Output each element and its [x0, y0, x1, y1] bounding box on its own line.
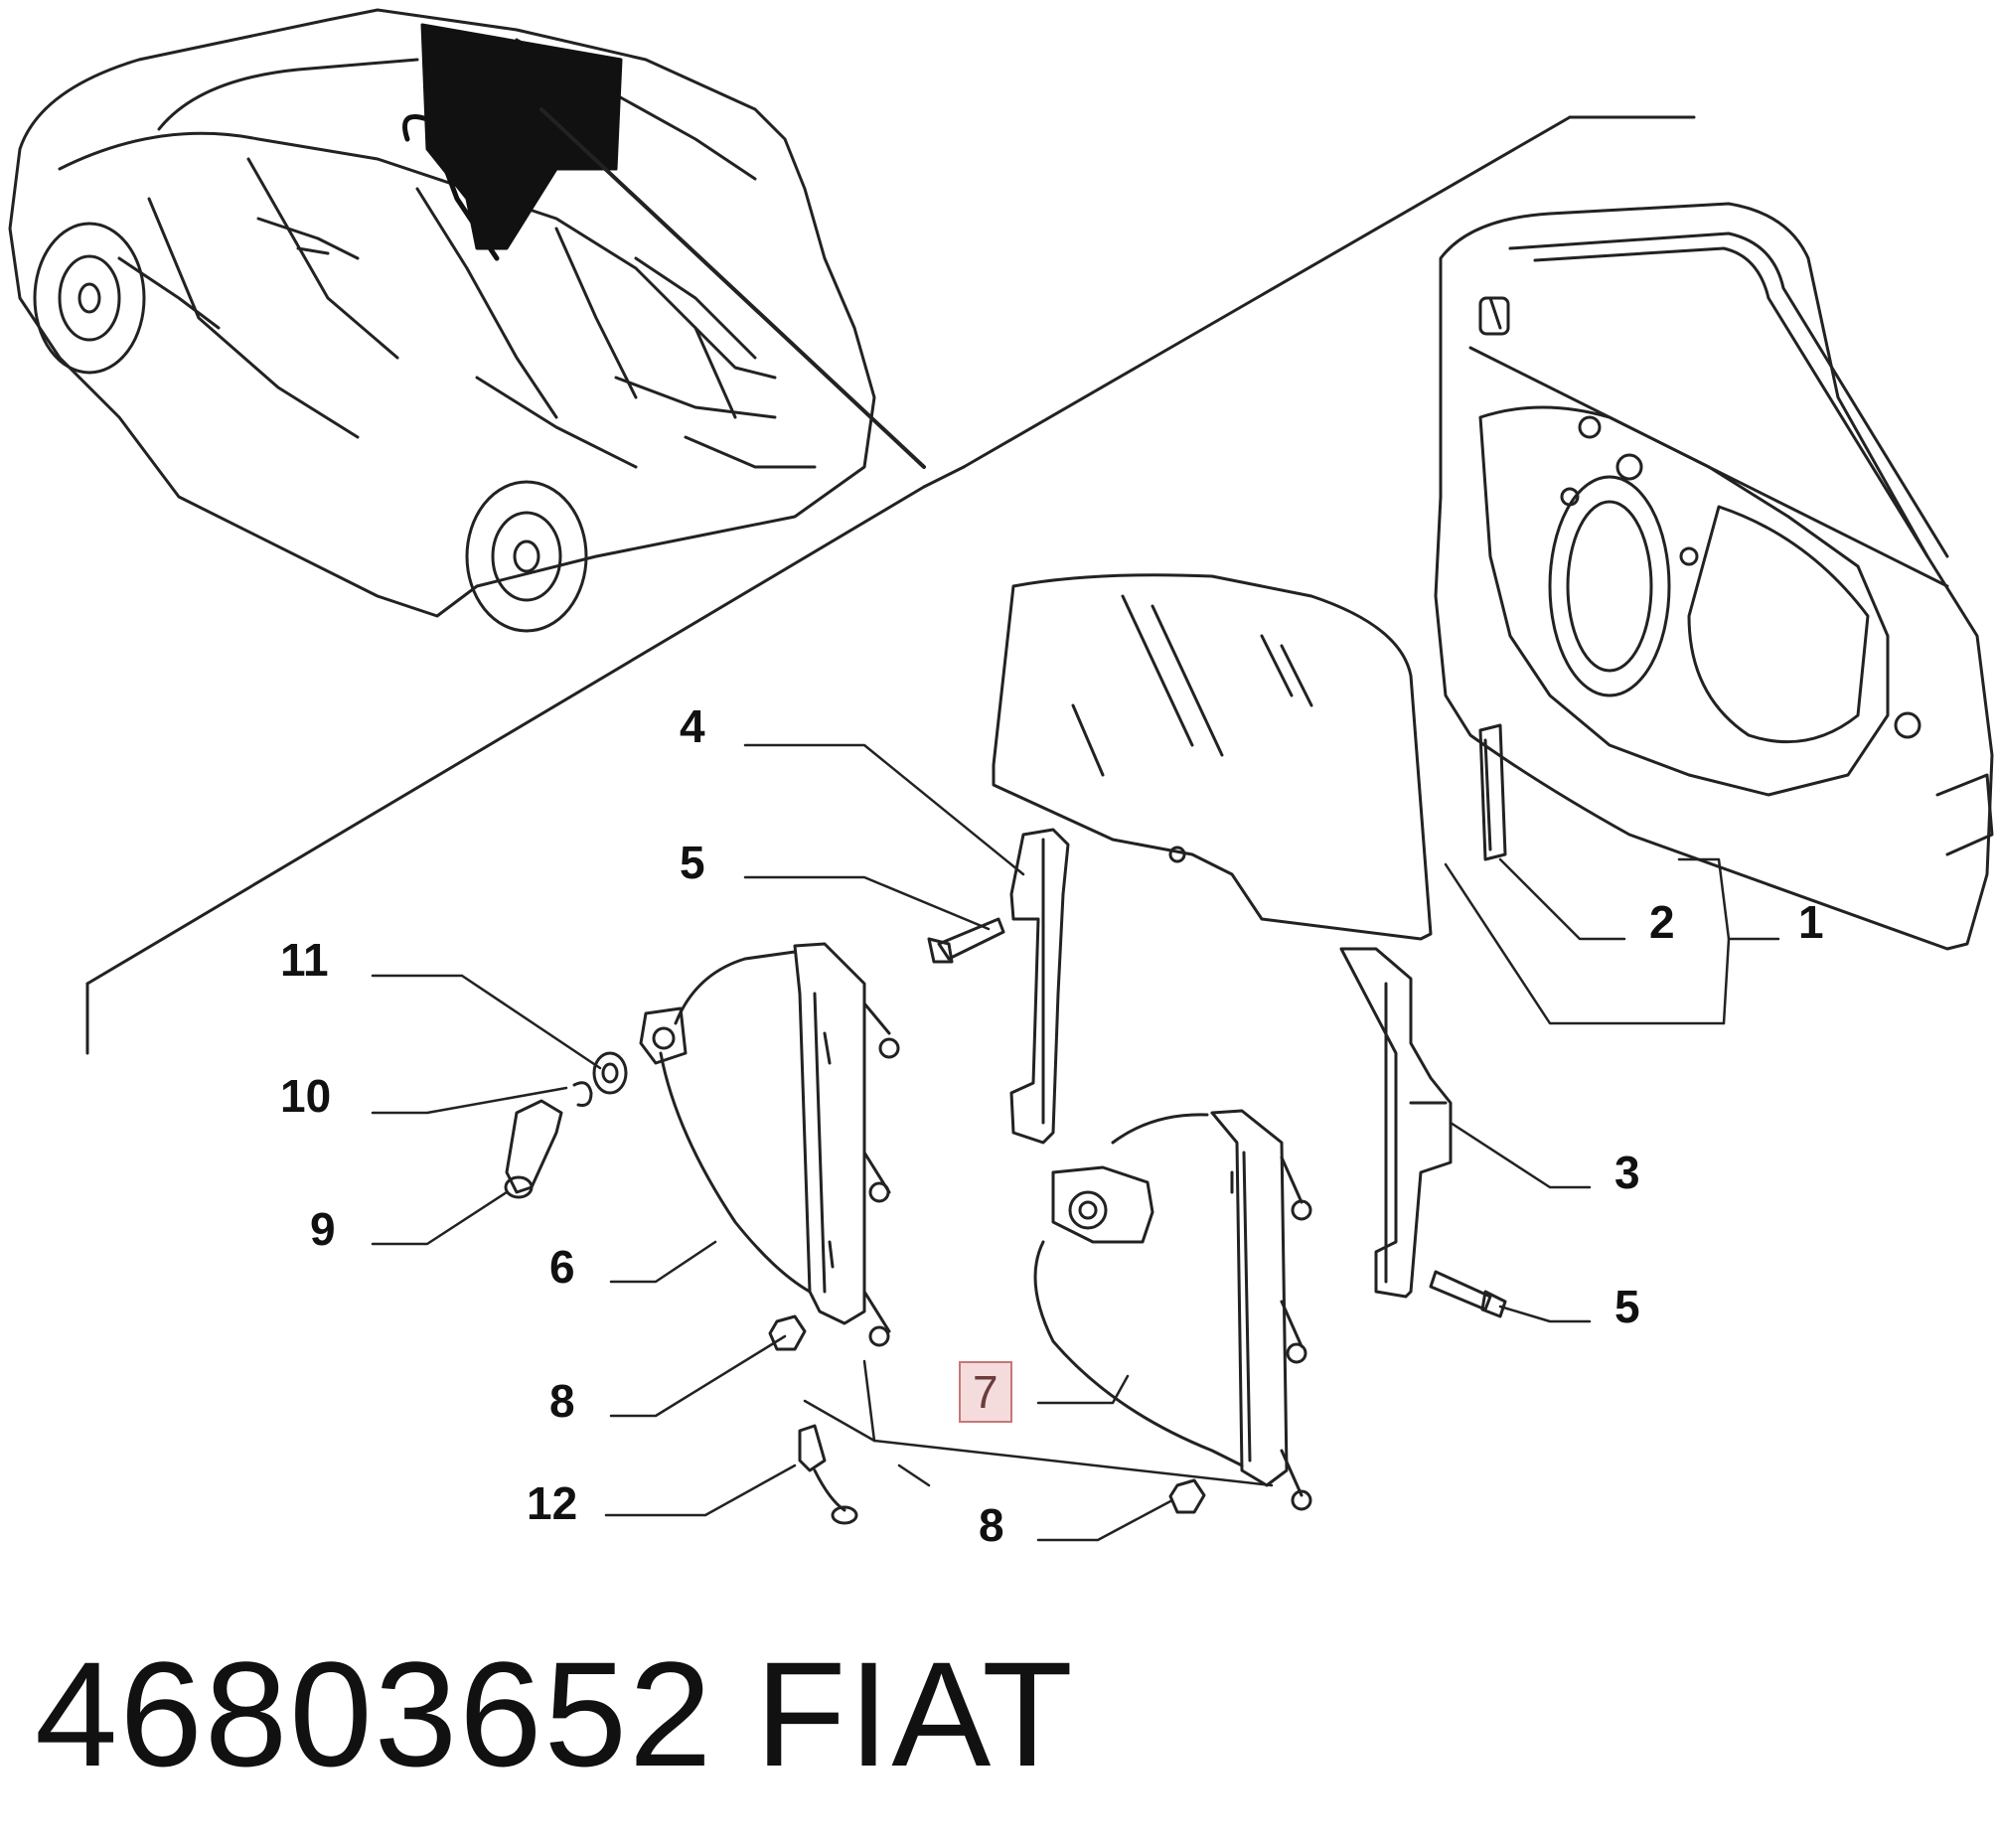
car-door-highlight [402, 23, 926, 469]
screw-5-upper [927, 917, 1005, 964]
callout-2: 2 [1649, 896, 1675, 948]
screw-5-lower [1429, 1270, 1507, 1318]
callout-5-upper: 5 [680, 837, 705, 888]
leader-lines [371, 743, 1780, 1542]
section-frame-lines [85, 115, 1696, 1055]
car-illustration [8, 8, 876, 633]
bushing-11 [592, 1051, 628, 1095]
brand-name: FIAT [755, 1630, 1075, 1797]
callout-9: 9 [310, 1203, 336, 1255]
nut-8-left [768, 1314, 807, 1351]
electric-regulator-7 [1033, 1109, 1312, 1511]
callout-4: 4 [680, 700, 705, 752]
callout-12: 12 [527, 1477, 578, 1529]
callout-6: 6 [549, 1241, 575, 1293]
crank-handle-9 [504, 1099, 563, 1199]
guide-channel-2 [1478, 723, 1507, 861]
callout-7: 7 [959, 1361, 1012, 1423]
callout-1: 1 [1798, 896, 1824, 948]
nut-8-right [1168, 1478, 1206, 1514]
clip-10 [572, 1081, 593, 1107]
callout-10: 10 [280, 1070, 332, 1122]
manual-regulator-6 [639, 942, 900, 1347]
window-glass [992, 573, 1433, 941]
callout-11: 11 [280, 934, 329, 986]
callout-8-left: 8 [549, 1375, 575, 1427]
guide-rail-4 [1009, 828, 1070, 1145]
door-shell [1434, 202, 1994, 951]
callout-3: 3 [1614, 1147, 1640, 1198]
callout-5-lower: 5 [1614, 1281, 1640, 1332]
guide-rail-3 [1339, 947, 1453, 1299]
part-number: 46803652 [35, 1630, 714, 1797]
bracket-12 [798, 1424, 858, 1525]
callout-8-right: 8 [979, 1499, 1004, 1551]
